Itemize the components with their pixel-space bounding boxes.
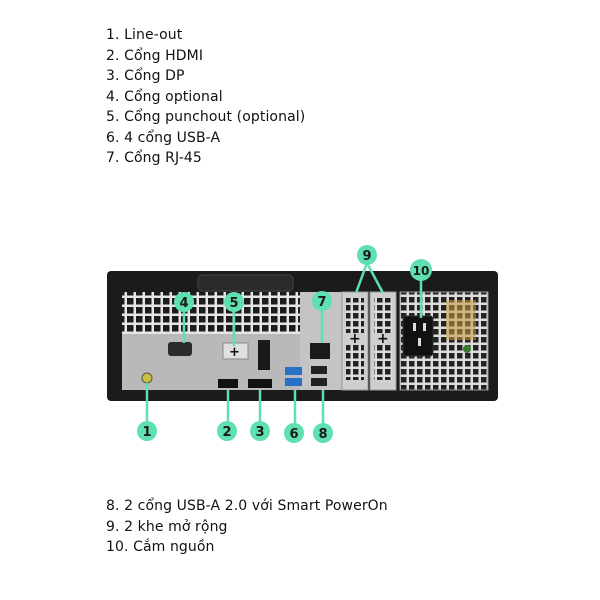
legend-item-power: 10. Cắm nguồn <box>106 539 215 555</box>
legend-item-optional: 4. Cổng optional <box>106 88 223 105</box>
hdmi-port <box>218 379 238 388</box>
svg-text:9: 9 <box>362 249 371 264</box>
left-vent-grille <box>122 292 327 334</box>
svg-text:4: 4 <box>179 296 188 311</box>
svg-text:+: + <box>349 331 361 347</box>
callout-8: 8 <box>313 423 333 443</box>
svg-text:8: 8 <box>318 427 327 442</box>
svg-text:10: 10 <box>413 264 430 278</box>
usb-2-port <box>311 378 327 386</box>
callout-lines <box>145 262 423 424</box>
svg-text:3: 3 <box>255 425 264 440</box>
svg-text:6: 6 <box>289 427 298 442</box>
dp-port <box>248 379 272 388</box>
svg-text:1: 1 <box>142 425 151 440</box>
callout-7: 7 <box>312 291 332 311</box>
svg-text:+: + <box>229 345 240 360</box>
punchout-port <box>222 342 249 360</box>
svg-text:2: 2 <box>222 425 231 440</box>
legend-item-punchout: 5. Cổng punchout (optional) <box>106 109 306 125</box>
svg-text:5: 5 <box>229 296 238 311</box>
legend-item-usb-2: 8. 2 cổng USB-A 2.0 với Smart PowerOn <box>106 498 388 514</box>
svg-text:+: + <box>377 331 389 347</box>
legend-item-rj45: 7. Cổng RJ-45 <box>106 150 202 166</box>
callout-5: 5 <box>224 292 244 312</box>
legend-bottom: 8. 2 cổng USB-A 2.0 với Smart PowerOn 9.… <box>106 496 388 558</box>
top-handle <box>197 274 294 292</box>
usb-2-port <box>311 366 327 374</box>
legend-item-dp: 3. Cổng DP <box>106 68 185 84</box>
power-socket <box>402 315 434 357</box>
callout-4: 4 <box>174 292 194 312</box>
callout-1: 1 <box>137 421 157 441</box>
callout-9: 9 <box>357 245 377 265</box>
legend-item-expansion: 9. 2 khe mở rộng <box>106 518 228 535</box>
legend-item-hdmi: 2. Cổng HDMI <box>106 47 204 64</box>
callout-3: 3 <box>250 421 270 441</box>
callout-6: 6 <box>284 423 304 443</box>
legend-item-line-out: 1. Line-out <box>106 27 183 43</box>
callout-10: 10 <box>410 259 432 281</box>
usb-a-port <box>285 367 302 375</box>
usb-a-port <box>285 378 302 386</box>
rj45-port <box>310 343 330 359</box>
serial-port <box>168 342 192 356</box>
legend-top: 1. Line-out 2. Cổng HDMI 3. Cổng DP 4. C… <box>106 25 305 169</box>
line-out-port <box>141 372 153 384</box>
callout-2: 2 <box>217 421 237 441</box>
svg-text:7: 7 <box>317 295 326 310</box>
legend-item-usb-a: 6. 4 cổng USB-A <box>106 129 221 146</box>
